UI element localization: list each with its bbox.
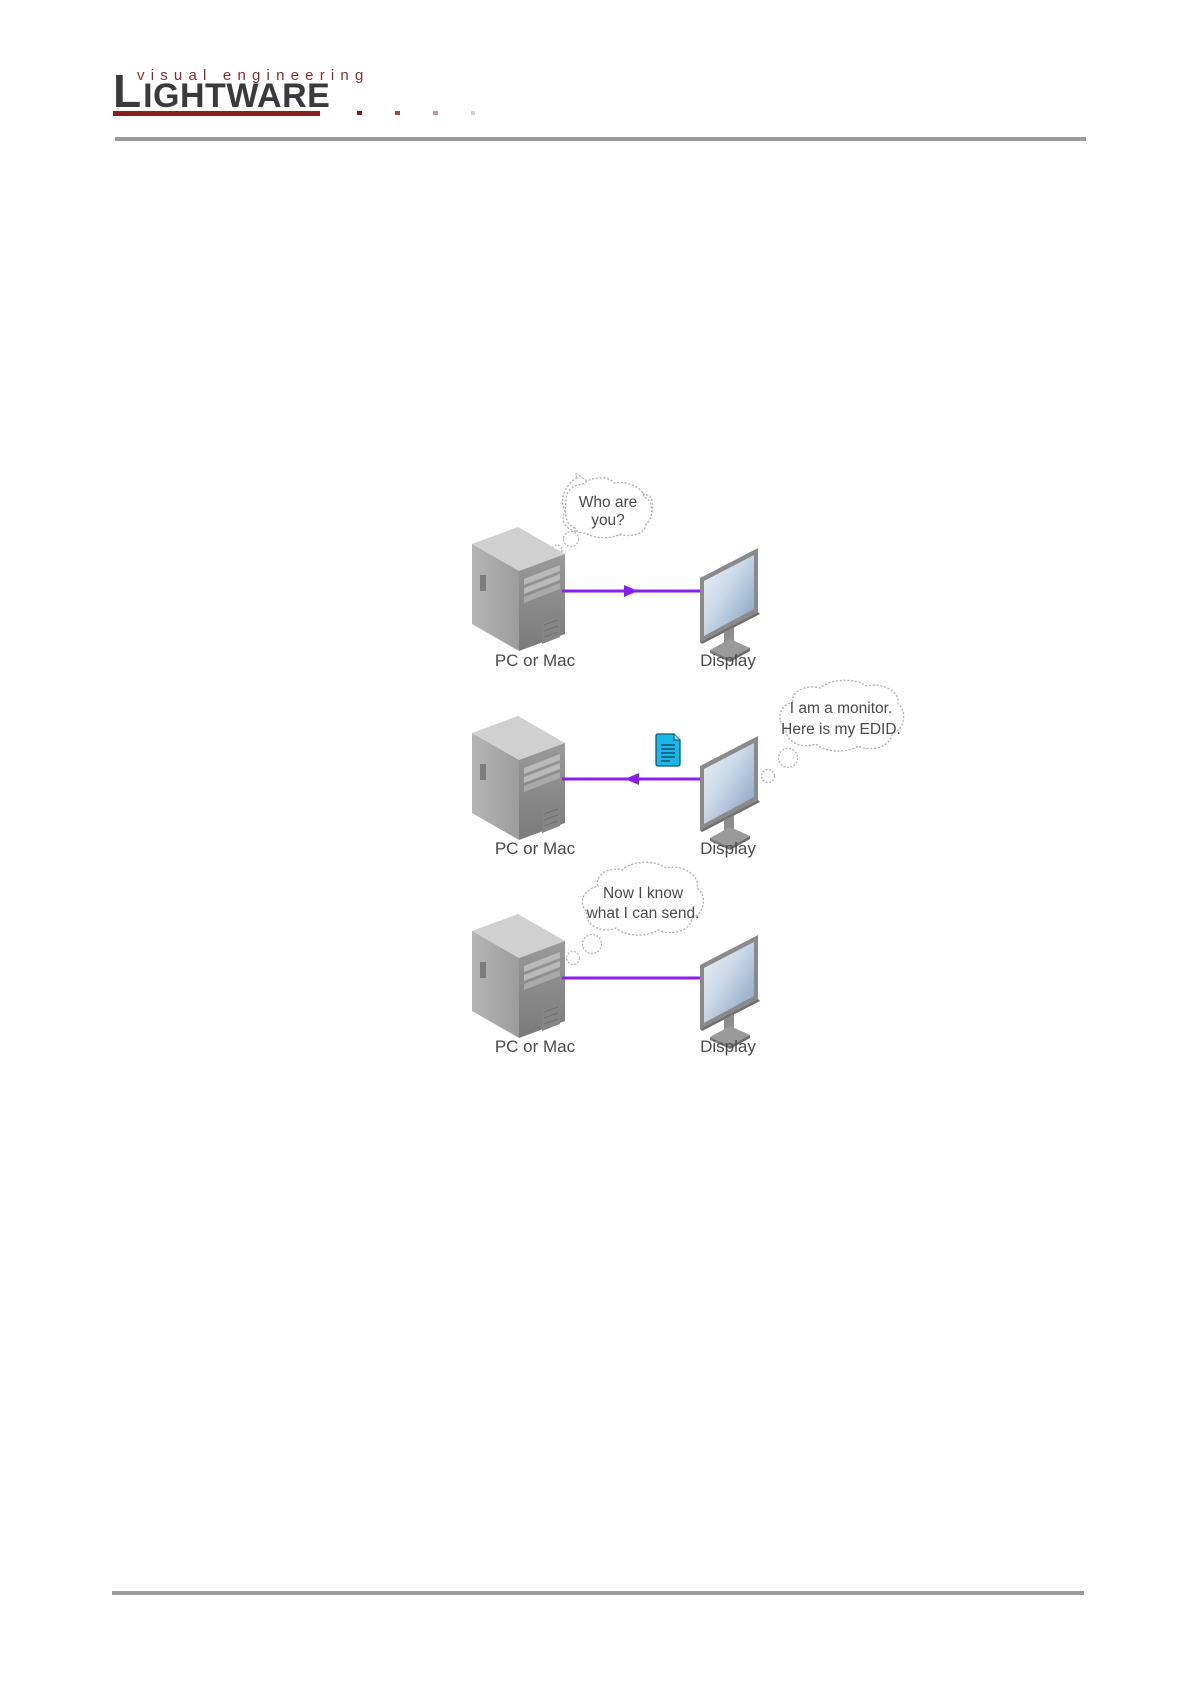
bubble-line: what I can send.: [586, 905, 700, 922]
lightware-logo: visual engineering LIGHTWARE: [113, 65, 370, 117]
pc-label: PC or Mac: [495, 839, 576, 858]
thought-bubble: I am a monitor. Here is my EDID.: [762, 680, 904, 782]
pc-tower-icon: [472, 716, 565, 840]
thought-bubble: Who are you?: [552, 474, 653, 555]
logo-wordmark-rest: IGHTWARE: [143, 77, 330, 115]
header-dot: [357, 111, 362, 115]
header-dot: [433, 111, 438, 115]
bubble-dot: [564, 532, 579, 547]
logo-underline: [113, 111, 320, 116]
bubble-line: Now I know: [603, 885, 684, 902]
step-1: Who are you? PC or Mac Display: [472, 474, 760, 670]
pc-label: PC or Mac: [495, 651, 576, 670]
bubble-dot: [567, 952, 580, 965]
arrow-right-icon: [624, 585, 638, 597]
monitor-icon: [700, 548, 760, 662]
footer-rule: [112, 1591, 1084, 1595]
pc-tower-icon: [472, 527, 565, 651]
monitor-icon: [700, 736, 760, 850]
logo-wordmark-initial: L: [113, 65, 141, 117]
bubble-line: Here is my EDID.: [781, 721, 901, 738]
monitor-icon: [700, 935, 760, 1049]
bubble-line: Who are: [579, 494, 638, 511]
bubble-dot: [762, 770, 775, 783]
bubble-line: I am a monitor.: [790, 700, 893, 717]
step-2: I am a monitor. Here is my EDID. PC or M…: [472, 680, 904, 858]
arrow-left-icon: [625, 773, 639, 785]
header-dot: [471, 111, 475, 115]
bubble-dot: [583, 935, 602, 954]
display-label: Display: [700, 839, 756, 858]
display-label: Display: [700, 651, 756, 670]
display-label: Display: [700, 1037, 756, 1056]
thought-bubble: Now I know what I can send.: [567, 862, 704, 964]
header-dots: [357, 111, 475, 115]
edid-document-icon: [656, 734, 680, 766]
header-rule: [115, 137, 1086, 141]
bubble-line: you?: [591, 512, 625, 529]
edid-handshake-diagram: Who are you? PC or Mac Display I am a mo…: [472, 474, 904, 1056]
pc-label: PC or Mac: [495, 1037, 576, 1056]
step-3: Now I know what I can send. PC or Mac Di…: [472, 862, 760, 1056]
bubble-dot: [779, 749, 798, 768]
header-dot: [395, 111, 400, 115]
pc-tower-icon: [472, 914, 565, 1038]
